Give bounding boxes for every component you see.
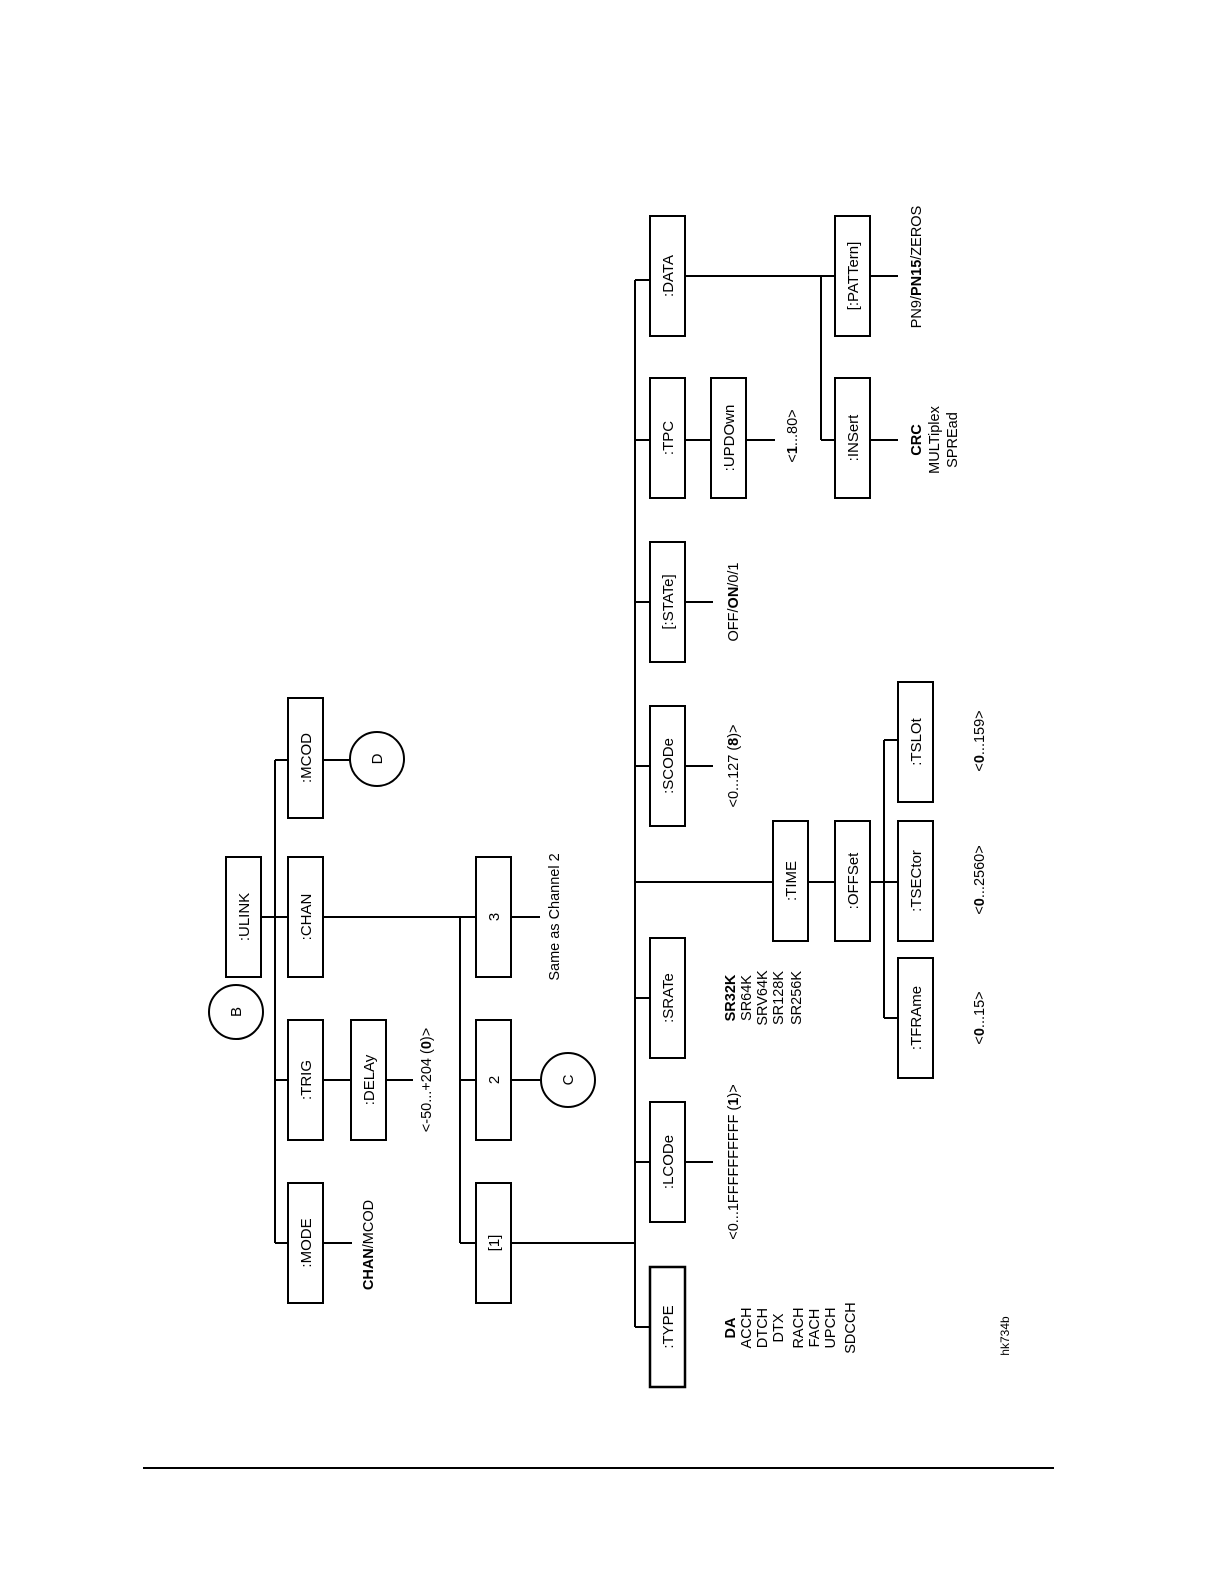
node-type: :TYPE <box>648 1265 687 1389</box>
updown-values: <1...80> <box>785 409 801 462</box>
node-scode: :SCODe <box>649 705 686 827</box>
node-insert-label: :INSert <box>845 414 862 462</box>
node-tsector-label: :TSECtor <box>908 850 925 912</box>
node-channel-2-label: 2 <box>486 1076 503 1084</box>
tframe-values: <0...15> <box>972 991 988 1044</box>
node-tpc: :TPC <box>649 377 686 499</box>
node-tpc-label: :TPC <box>660 421 677 455</box>
connector-b-label: B <box>228 1007 245 1017</box>
channel-3-note: Same as Channel 2 <box>547 853 563 980</box>
srate-values: SR32K SR64K SRV64K SR128K SR256K <box>723 970 805 1026</box>
node-channel-1: [1] <box>475 1182 512 1304</box>
node-channel-3-label: 3 <box>486 913 503 921</box>
type-option: DTX <box>771 1313 787 1342</box>
node-tframe-label: :TFRAme <box>908 986 925 1050</box>
connector-d-label: D <box>369 753 386 764</box>
srate-option: SRV64K <box>755 970 771 1026</box>
insert-option: SPREad <box>945 412 961 468</box>
insert-values: CRC MULTiplex SPREad <box>909 405 961 473</box>
srate-option: SR64K <box>739 975 755 1021</box>
node-tslot: :TSLOt <box>897 681 934 803</box>
node-updown: :UPDOwn <box>710 377 747 499</box>
connector-c: C <box>540 1052 596 1108</box>
node-ulink-label: :ULINK <box>236 893 253 941</box>
type-values: DA ACCH DTCH DTX RACH FACH UPCH SDCCH <box>723 1302 859 1354</box>
node-chan: :CHAN <box>287 856 324 978</box>
node-time: :TIME <box>772 820 809 942</box>
figure-id: hk734b <box>998 1316 1012 1356</box>
node-chan-label: :CHAN <box>298 894 315 941</box>
node-state-label: [:STATe] <box>660 574 677 629</box>
srate-default: SR32K <box>723 974 739 1021</box>
type-option: RACH <box>791 1307 807 1348</box>
node-state: [:STATe] <box>649 541 686 663</box>
node-lcode-label: :LCODe <box>660 1135 677 1189</box>
type-option: UPCH <box>823 1307 839 1348</box>
node-ulink: :ULINK <box>225 856 262 978</box>
node-insert: :INSert <box>834 377 871 499</box>
node-data-label: :DATA <box>660 255 677 297</box>
tree-lines <box>261 275 898 1328</box>
type-default: DA <box>723 1317 739 1338</box>
node-mode: :MODE <box>287 1182 324 1304</box>
type-option: ACCH <box>739 1307 755 1348</box>
node-pattern-label: [:PATTern] <box>845 242 862 311</box>
node-type-label: :TYPE <box>660 1305 677 1348</box>
tsector-values: <0...2560> <box>972 845 988 914</box>
node-scode-label: :SCODe <box>660 738 677 794</box>
node-srate-label: :SRATe <box>660 973 677 1023</box>
node-channel-2: 2 <box>475 1019 512 1141</box>
node-trig-label: :TRIG <box>298 1060 315 1100</box>
node-data: :DATA <box>649 215 686 337</box>
node-delay-label: :DELAy <box>361 1054 378 1105</box>
node-mcod-label: :MCOD <box>298 733 315 783</box>
mode-values: CHAN/MCOD <box>361 1200 377 1290</box>
state-values: OFF/ON/0/1 <box>726 563 742 642</box>
node-channel-3: 3 <box>475 856 512 978</box>
connector-b: B <box>208 984 264 1040</box>
node-trig: :TRIG <box>287 1019 324 1141</box>
srate-option: SR256K <box>789 971 805 1025</box>
tslot-values: <0...159> <box>972 710 988 771</box>
type-option: DTCH <box>755 1308 771 1348</box>
node-updown-label: :UPDOwn <box>721 405 738 472</box>
node-delay: :DELAy <box>350 1019 387 1141</box>
lcode-values: <0...1FFFFFFFFFF (1)> <box>726 1084 742 1240</box>
node-offset-label: :OFFSet <box>845 852 862 910</box>
connector-d: D <box>349 731 405 787</box>
node-mcod: :MCOD <box>287 697 324 819</box>
srate-option: SR128K <box>771 971 787 1025</box>
node-tslot-label: :TSLOt <box>908 717 925 765</box>
connector-c-label: C <box>560 1074 577 1085</box>
delay-values: <-50...+204 (0)> <box>419 1028 435 1132</box>
type-option: SDCCH <box>843 1302 859 1354</box>
insert-default: CRC <box>909 424 925 456</box>
node-time-label: :TIME <box>783 861 800 901</box>
insert-option: MULTiplex <box>927 405 943 473</box>
node-srate: :SRATe <box>649 937 686 1059</box>
node-offset: :OFFSet <box>834 820 871 942</box>
type-option: FACH <box>807 1309 823 1348</box>
node-tframe: :TFRAme <box>897 957 934 1079</box>
pattern-values: PN9/PN15/ZEROS <box>909 206 925 329</box>
node-lcode: :LCODe <box>649 1101 686 1223</box>
scode-values: <0...127 (8)> <box>726 724 742 807</box>
page-bottom-rule <box>143 1467 1054 1469</box>
node-channel-1-label: [1] <box>486 1235 503 1252</box>
node-mode-label: :MODE <box>298 1218 315 1267</box>
node-pattern: [:PATTern] <box>834 215 871 337</box>
node-tsector: :TSECtor <box>897 820 934 942</box>
